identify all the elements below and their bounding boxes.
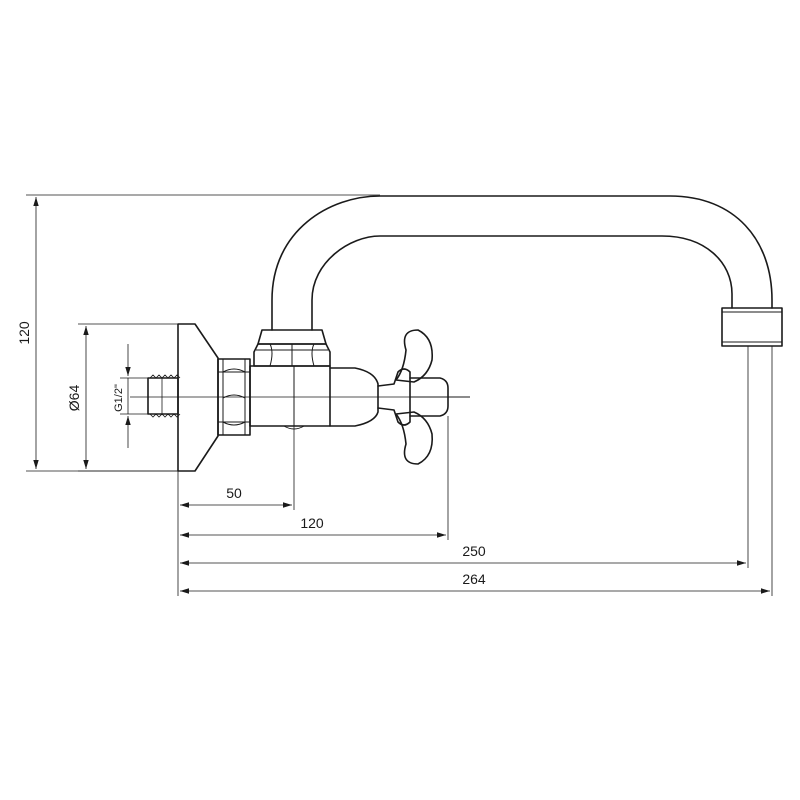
dim-valve: 50 [180, 485, 292, 508]
dim-flange: Ø64 [66, 323, 178, 472]
dimensions: 120 Ø64 G1/2" 50 [16, 194, 773, 596]
dim-thread-label: G1/2" [113, 384, 125, 412]
aerator [721, 307, 783, 347]
wall-flange [177, 323, 219, 472]
dim-outlet-label: 250 [462, 543, 486, 559]
dim-thread: G1/2" [113, 344, 148, 448]
spout [271, 195, 773, 331]
dim-overall: 264 [180, 571, 770, 594]
valve-body [249, 365, 379, 430]
dim-flange-label: Ø64 [66, 385, 82, 412]
dim-height: 120 [16, 194, 380, 472]
dim-handle: 120 [180, 515, 446, 538]
threaded-nipple [147, 374, 181, 418]
dim-valve-label: 50 [226, 485, 242, 501]
dim-handle-label: 120 [300, 515, 324, 531]
spout-nut [253, 329, 331, 367]
dim-overall-label: 264 [462, 571, 486, 587]
dim-outlet: 250 [180, 543, 746, 566]
dim-height-label: 120 [16, 321, 32, 345]
faucet-drawing [130, 195, 783, 472]
